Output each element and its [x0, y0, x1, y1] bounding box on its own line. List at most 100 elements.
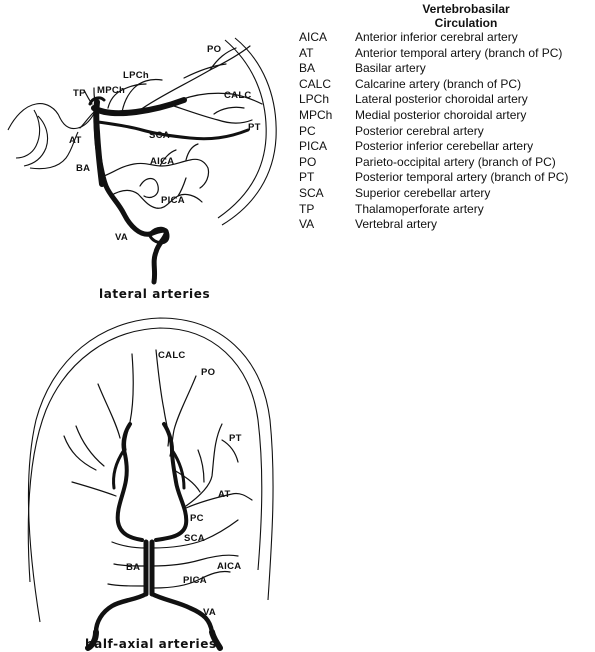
legend-description: Parieto-occipital artery (branch of PC) — [355, 154, 556, 169]
legend-description: Anterior temporal artery (branch of PC) — [355, 45, 563, 60]
axial-label-at: AT — [218, 489, 231, 500]
legend-description: Posterior cerebral artery — [355, 123, 484, 138]
lateral-po-branch-2 — [183, 47, 237, 79]
legend-item: BA Basilar artery — [299, 61, 593, 77]
legend-item: PO Parieto-occipital artery (branch of PC… — [299, 155, 593, 171]
lateral-skull-outline — [221, 37, 277, 226]
lateral-label-sca: SCA — [149, 130, 170, 141]
legend-description: Anterior inferior cerebral artery — [355, 30, 518, 44]
lateral-aica-vessel — [103, 158, 210, 189]
legend-abbreviation: SCA — [299, 185, 324, 200]
legend-item: TP Thalamoperforate artery — [299, 202, 593, 218]
axial-po-right — [169, 375, 197, 457]
axial-at-left — [71, 481, 117, 497]
lateral-vertebral-loop — [148, 226, 170, 245]
lateral-diagram: PO LPCh TP MPCh CALC PT AT SCA BA AICA P… — [7, 37, 277, 301]
axial-at-right — [185, 492, 253, 509]
axial-skull-inner-outline — [27, 327, 263, 583]
axial-pt-right — [185, 423, 239, 507]
lateral-caption: lateral arteries — [99, 287, 210, 301]
lateral-posterior-cerebral-artery — [91, 97, 187, 117]
legend-abbreviation: VA — [299, 217, 315, 232]
axial-label-po: PO — [201, 367, 215, 378]
axial-skull-outline — [27, 317, 274, 623]
legend-description: Lateral posterior choroidal artery — [355, 92, 528, 107]
legend-abbreviation: BA — [299, 61, 316, 76]
axial-label-pica: PICA — [183, 575, 207, 586]
axial-label-calc: CALC — [158, 350, 186, 361]
half-axial-diagram: CALC PO PT AT PC SCA BA AICA PICA VA hal… — [27, 317, 274, 651]
lateral-pt-branch — [167, 103, 253, 124]
axial-label-va: VA — [203, 607, 216, 618]
legend-description: Vertebral artery — [355, 217, 438, 232]
axial-calc-left — [124, 353, 134, 451]
lateral-pica-vessel — [109, 189, 203, 209]
axial-sca-vessel — [111, 519, 239, 549]
lateral-superior-cerebellar-artery — [96, 120, 250, 141]
lateral-small-branches — [159, 143, 199, 197]
lateral-pica-loop — [139, 177, 159, 199]
lateral-skull-base — [7, 103, 97, 131]
legend-abbreviation: CALC — [299, 76, 332, 91]
legend-abbreviation: PO — [299, 154, 317, 169]
lateral-at-branch — [79, 111, 95, 129]
legend-description: Medial posterior choroidal artery — [355, 107, 527, 122]
axial-label-pc: PC — [190, 513, 204, 524]
axial-vertebral-left-end — [85, 629, 99, 651]
axial-vertebral-left — [93, 591, 149, 635]
lateral-clivus — [29, 131, 79, 170]
axial-aica-vessel — [113, 554, 239, 567]
axial-label-sca: SCA — [184, 533, 205, 544]
legend-abbreviation: TP — [299, 201, 315, 216]
axial-posterior-cerebral-left — [115, 422, 144, 542]
legend-description: Thalamoperforate artery — [355, 201, 484, 216]
legend-description: Superior cerebellar artery — [355, 185, 491, 200]
lateral-label-pica: PICA — [161, 195, 185, 206]
lateral-basilar-artery — [93, 99, 105, 187]
legend-title-line-2: Circulation — [434, 16, 498, 30]
legend-item: VA Vertebral artery — [299, 217, 593, 233]
legend-title-line-1: Vertebrobasilar — [422, 2, 510, 16]
lateral-label-at: AT — [69, 135, 82, 146]
lateral-calc-branch — [179, 92, 263, 105]
legend-abbreviation: LPCh — [299, 92, 330, 107]
axial-po-left — [97, 383, 121, 439]
axial-caption: half-axial arteries — [85, 637, 217, 651]
lateral-label-po: PO — [207, 44, 221, 55]
legend-item: AICA Anterior inferior cerebral artery — [299, 30, 593, 46]
legend-description: Posterior inferior cerebellar artery — [355, 139, 534, 154]
axial-label-aica: AICA — [217, 561, 241, 572]
lateral-label-tp: TP — [73, 88, 86, 99]
lateral-label-ba: BA — [76, 163, 90, 174]
legend-abbreviation: MPCh — [299, 107, 333, 122]
axial-posterior-cerebral-right — [154, 422, 189, 542]
legend-item: LPCh Lateral posterior choroidal artery — [299, 92, 593, 108]
legend-abbreviation: AICA — [299, 30, 328, 44]
axial-pica-vessel — [107, 570, 231, 589]
axial-pt-left — [63, 425, 105, 471]
axial-pc-outer-left — [112, 448, 126, 490]
lateral-tp-branch — [83, 87, 97, 105]
lateral-label-lpch: LPCh — [123, 70, 149, 81]
legend: Vertebrobasilar Circulation AICA Anterior… — [299, 2, 593, 233]
lateral-skull-inner-outline — [217, 39, 267, 219]
axial-label-pt: PT — [229, 433, 242, 444]
legend-abbreviation: PT — [299, 170, 315, 185]
axial-vertebral-right — [149, 591, 215, 635]
axial-small-right — [173, 449, 205, 493]
legend-title: Vertebrobasilar Circulation — [339, 2, 593, 30]
legend-item: CALC Calcarine artery (branch of PC) — [299, 77, 593, 93]
legend-description: Basilar artery — [355, 61, 426, 76]
legend-description: Calcarine artery (branch of PC) — [355, 76, 522, 91]
legend-item: AT Anterior temporal artery (branch of PC… — [299, 46, 593, 62]
lateral-sella — [15, 109, 49, 167]
legend-abbreviation: AT — [299, 45, 314, 60]
legend-item: MPCh Medial posterior choroidal artery — [299, 108, 593, 124]
axial-pc-outer-right — [170, 448, 186, 490]
lateral-label-pt: PT — [248, 122, 261, 133]
lateral-label-aica: AICA — [150, 156, 174, 167]
